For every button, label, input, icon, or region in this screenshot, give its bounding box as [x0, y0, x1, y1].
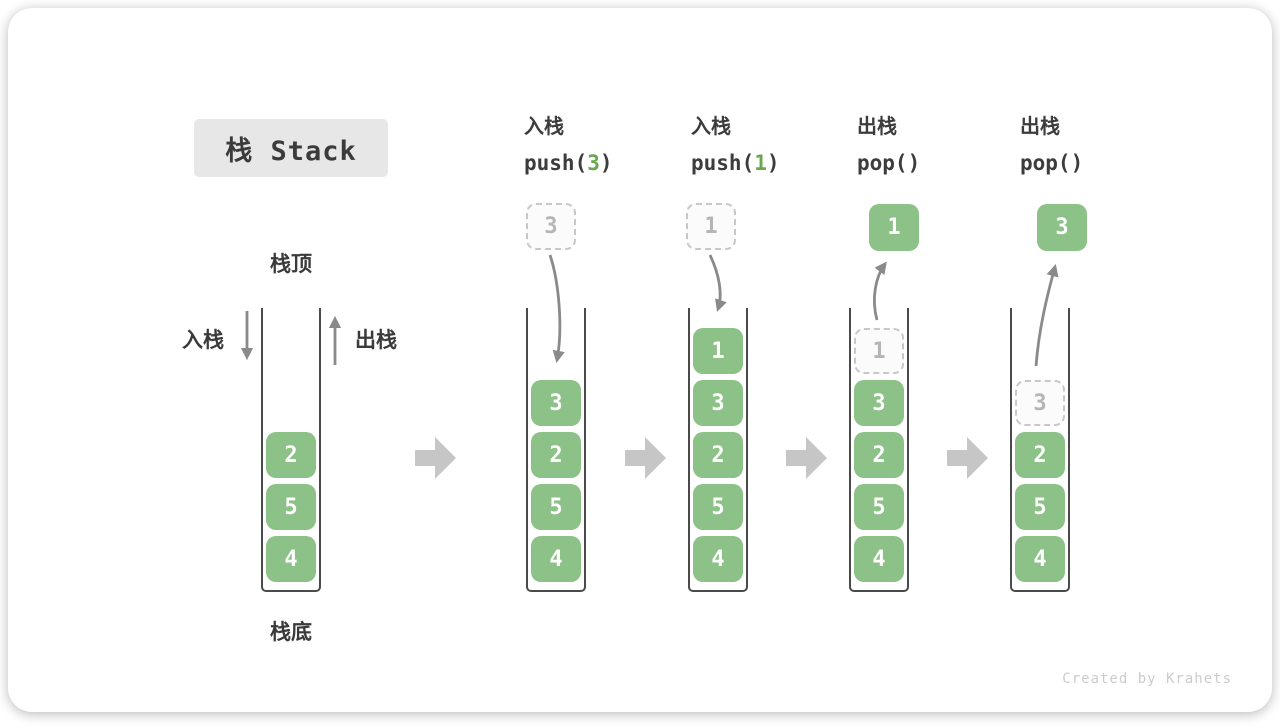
flow-arrow-icon [415, 437, 456, 479]
stack-item: 4 [531, 536, 581, 582]
incoming-element: 1 [686, 203, 736, 250]
stack-item: 3 [693, 380, 743, 426]
op-code: pop() [857, 150, 1017, 176]
op-heading-pop-1: 出栈 pop() [857, 114, 1017, 176]
flow-arrow-icon [947, 437, 988, 479]
code-close: ) [766, 151, 780, 175]
code-fn: pop( [857, 151, 908, 175]
code-close: ) [907, 151, 921, 175]
stack-item: 2 [1015, 432, 1065, 478]
code-close: ) [599, 151, 613, 175]
stack-item-ghost: 3 [1015, 380, 1065, 426]
code-close: ) [1070, 151, 1084, 175]
stack-item: 5 [266, 484, 316, 530]
stack-item: 4 [266, 536, 316, 582]
stack-item: 5 [693, 484, 743, 530]
stack-well-1: 2 5 4 [261, 308, 321, 592]
stack-bottom-label: 栈底 [270, 621, 312, 644]
stack-item: 4 [854, 536, 904, 582]
diagram-card: 栈 Stack 入栈 push(3) 入栈 push(1) 出栈 pop() 出… [8, 8, 1272, 712]
stack-well-5: 3 2 5 4 [1010, 308, 1070, 592]
stack-item: 2 [854, 432, 904, 478]
flow-arrow-icon [786, 437, 827, 479]
stack-item-ghost: 1 [854, 328, 904, 374]
op-heading-push-3: 入栈 push(3) [524, 114, 684, 176]
op-label-cn: 出栈 [1020, 116, 1060, 138]
stack-well-4: 1 3 2 5 4 [849, 308, 909, 592]
page-title: 栈 Stack [225, 135, 357, 167]
op-heading-push-1: 入栈 push(1) [691, 114, 851, 176]
stack-item: 4 [693, 536, 743, 582]
op-heading-pop-2: 出栈 pop() [1020, 114, 1180, 176]
stack-item: 5 [531, 484, 581, 530]
stack-item: 5 [1015, 484, 1065, 530]
incoming-element: 3 [526, 203, 576, 250]
code-fn: push( [691, 151, 755, 175]
flow-arrow-icon [625, 437, 666, 479]
stack-item: 5 [854, 484, 904, 530]
popped-element: 1 [869, 204, 919, 251]
pop-side-label: 出栈 [355, 329, 397, 352]
stack-well-3: 1 3 2 5 4 [688, 308, 748, 592]
stack-item: 2 [531, 432, 581, 478]
op-label-cn: 出栈 [857, 116, 897, 138]
popped-element: 3 [1037, 204, 1087, 251]
watermark: Created by Krahets [1062, 671, 1232, 687]
code-fn: push( [524, 151, 588, 175]
op-label-cn: 入栈 [691, 116, 731, 138]
op-code: push(3) [524, 150, 684, 176]
stack-item: 4 [1015, 536, 1065, 582]
stack-item: 2 [693, 432, 743, 478]
stack-item: 2 [266, 432, 316, 478]
title-box: 栈 Stack [194, 119, 388, 177]
stack-top-label: 栈顶 [270, 253, 312, 276]
stack-item: 3 [854, 380, 904, 426]
code-arg: 3 [587, 151, 600, 175]
code-fn: pop( [1020, 151, 1071, 175]
push-arrow [708, 254, 727, 312]
op-label-cn: 入栈 [524, 116, 564, 138]
stack-well-2: 3 2 5 4 [526, 308, 586, 592]
op-code: push(1) [691, 150, 851, 176]
stack-item: 1 [693, 328, 743, 374]
op-code: pop() [1020, 150, 1180, 176]
code-arg: 1 [754, 151, 767, 175]
stack-item: 3 [531, 380, 581, 426]
push-side-label: 入栈 [182, 329, 224, 352]
